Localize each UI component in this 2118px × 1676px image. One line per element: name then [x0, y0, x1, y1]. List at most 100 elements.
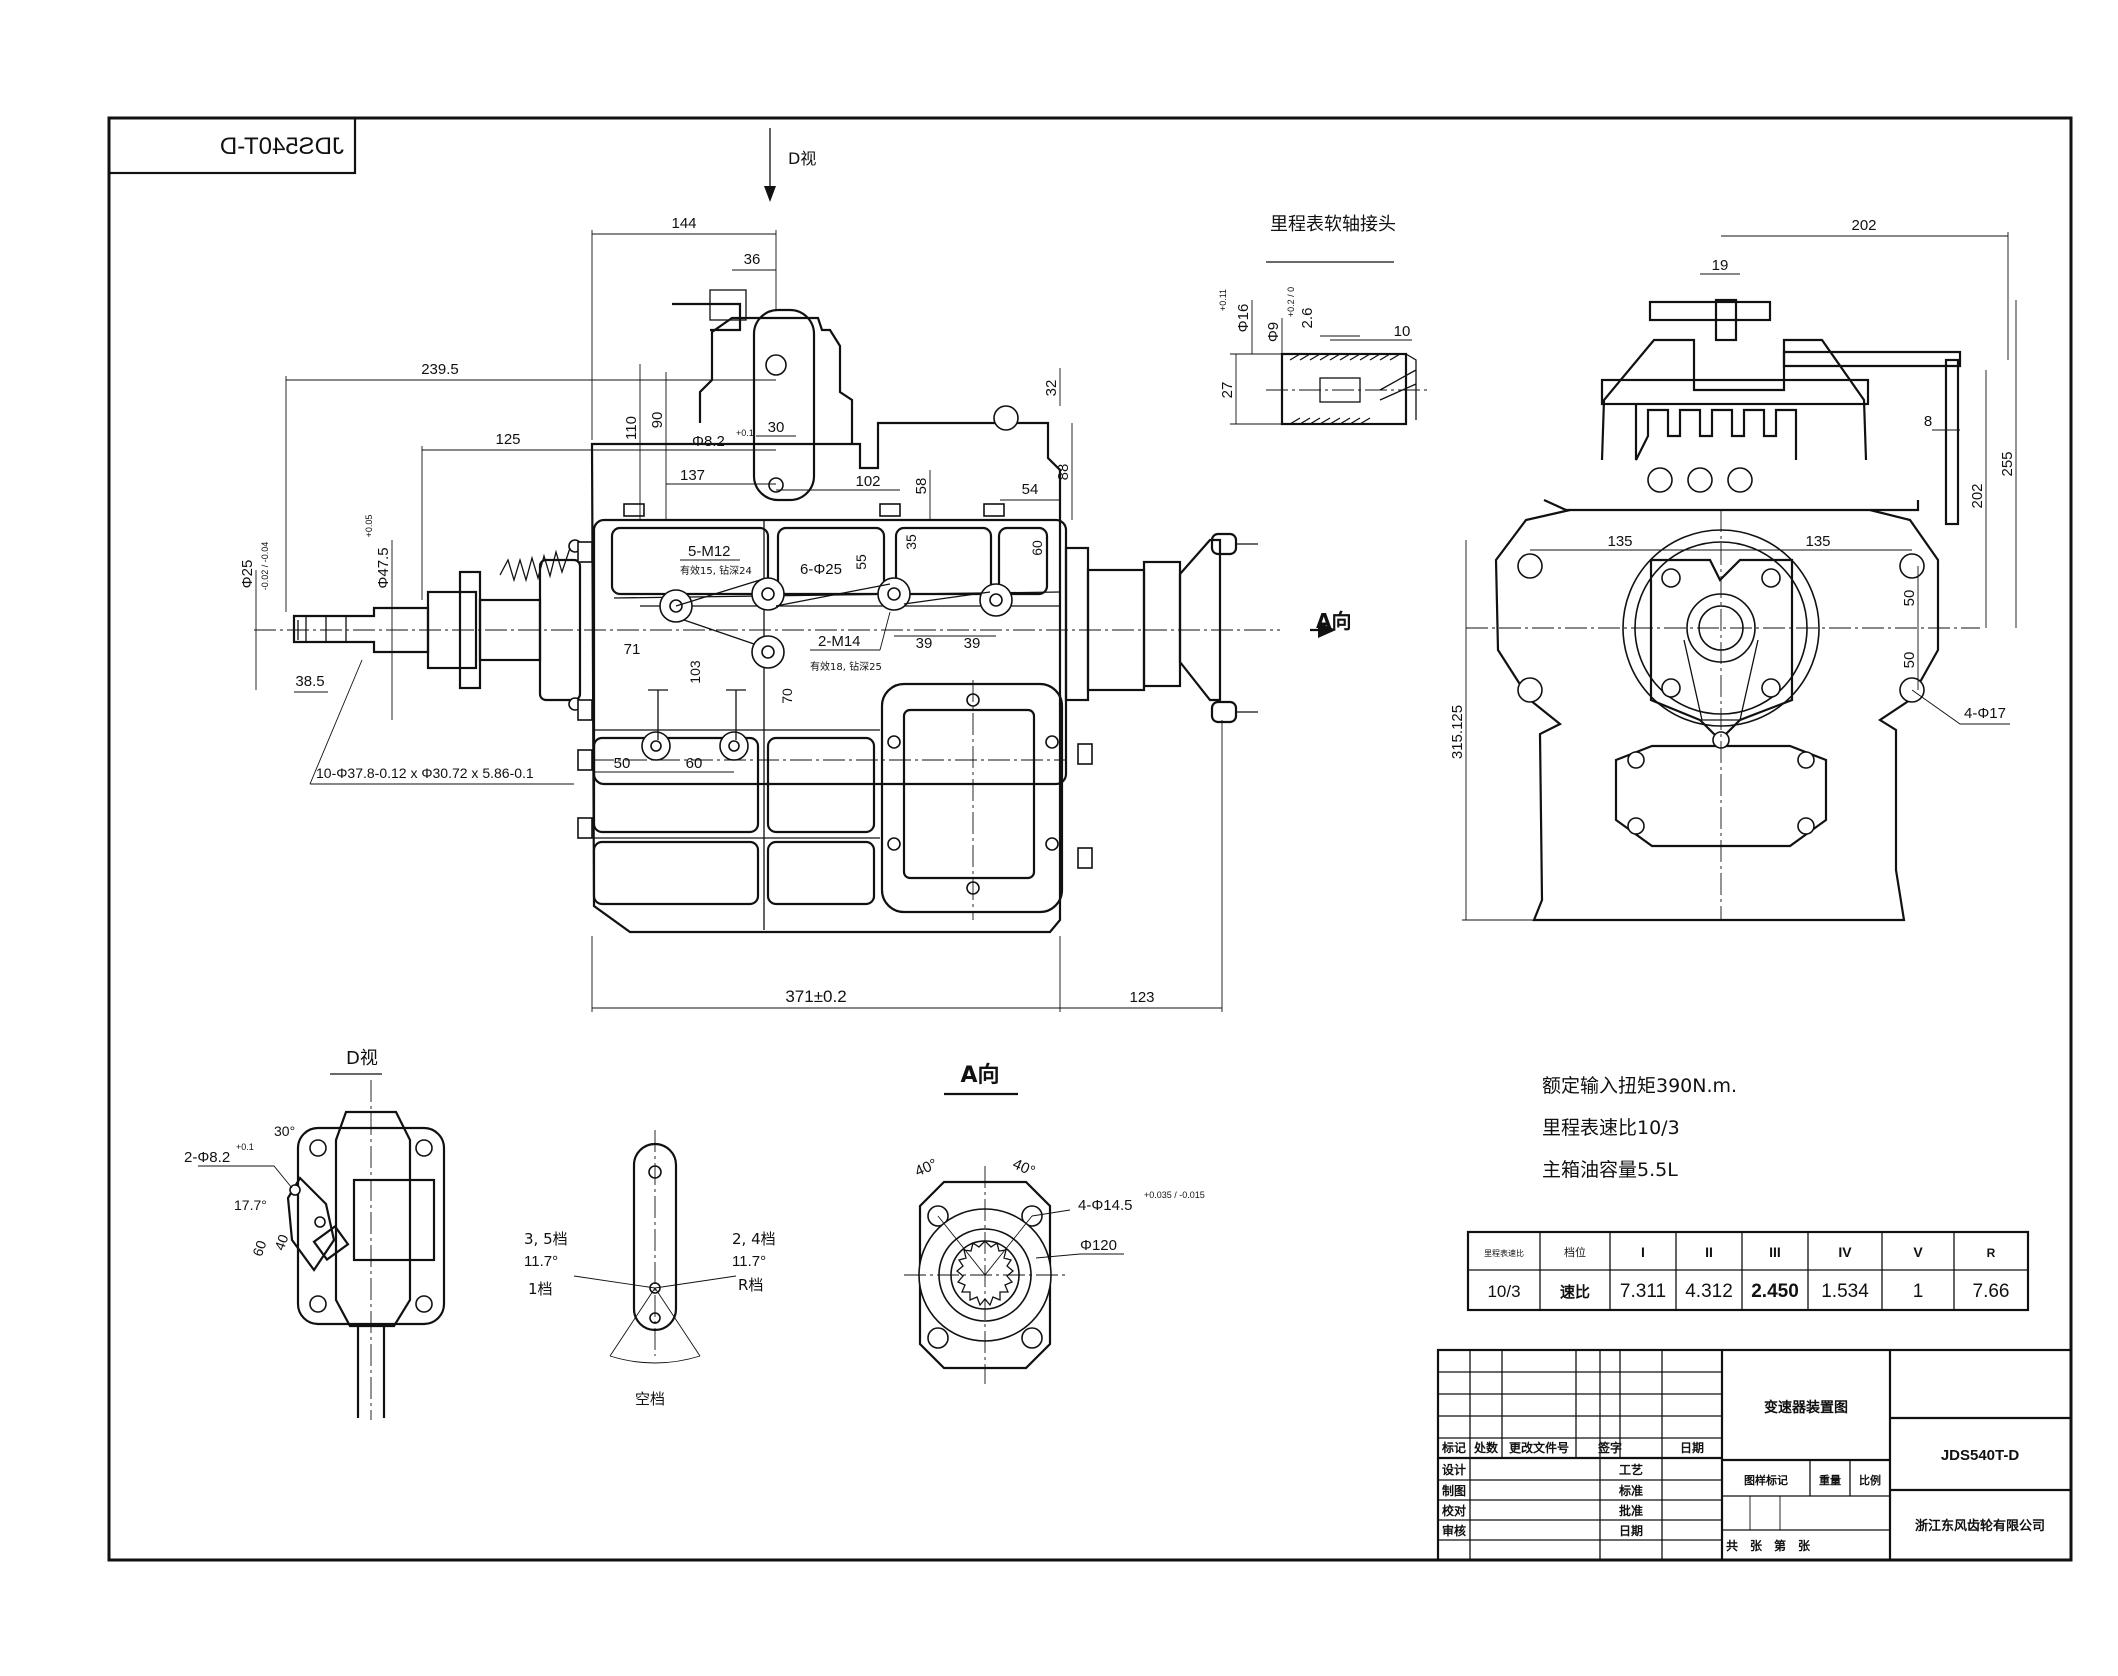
- side-view-dimensions: 202 19 8 202 255 135 135 50 50 4-Φ17 315…: [1449, 217, 2017, 921]
- side-dim-255: 255: [1999, 451, 2016, 476]
- company-name: 浙江东风齿轮有限公司: [1915, 1518, 2045, 1534]
- dim-125: 125: [495, 431, 520, 448]
- shift-gear-2-4: 2, 4档: [732, 1230, 776, 1248]
- dim-54: 54: [1022, 481, 1039, 498]
- shift-gear-3-5: 3, 5档: [524, 1230, 568, 1248]
- rev-header-count: 处数: [1473, 1440, 1499, 1455]
- role-draw: 制图: [1442, 1483, 1466, 1498]
- dim-phi25-tol: -0.02 / -0.04: [260, 542, 270, 591]
- ratio-cell-speedo: 10/3: [1487, 1282, 1520, 1301]
- speedo-dim-2-6-tol: +0.2 / 0: [1286, 287, 1296, 317]
- dim-102: 102: [855, 473, 880, 490]
- spec-line-3: 主箱油容量5.5L: [1542, 1159, 1678, 1181]
- dim-60-b: 60: [686, 755, 703, 772]
- role-date: 日期: [1619, 1523, 1643, 1538]
- dim-103: 103: [687, 660, 703, 684]
- sheet-label: 共 张 第 张: [1726, 1538, 1811, 1553]
- d-view-dim-60: 60: [249, 1238, 269, 1258]
- a-view-angle-right: 40°: [1010, 1156, 1038, 1181]
- meta-weight: 重量: [1819, 1473, 1841, 1487]
- a-direction-arrow: A向: [1310, 609, 1351, 638]
- dim-39-b: 39: [964, 635, 981, 652]
- a-view-title: A向: [960, 1062, 999, 1088]
- dim-35: 35: [903, 534, 919, 550]
- d-view-dim-2-phi8-2-tol: +0.1: [236, 1142, 254, 1152]
- side-dim-19: 19: [1712, 257, 1729, 274]
- dim-6-phi25: 6-Φ25: [800, 561, 842, 578]
- dim-123: 123: [1129, 989, 1154, 1006]
- d-view-title: D视: [346, 1048, 378, 1069]
- drawing-code: JDS540T-D: [1941, 1447, 2020, 1464]
- ratio-header-r: R: [1987, 1246, 1996, 1260]
- ratio-header-i: I: [1641, 1244, 1645, 1260]
- rev-header-file: 更改文件号: [1509, 1440, 1569, 1455]
- ratio-cell-r: 7.66: [1973, 1281, 2010, 1302]
- dim-371: 371±0.2: [785, 987, 846, 1006]
- rev-header-date: 日期: [1680, 1440, 1704, 1455]
- speedo-dim-2-6: 2.6: [1299, 308, 1316, 329]
- dim-38-5: 38.5: [295, 673, 324, 690]
- dim-58: 58: [913, 478, 930, 495]
- dim-239-5: 239.5: [421, 361, 459, 378]
- speedo-dim-27: 27: [1219, 382, 1236, 399]
- side-dim-8: 8: [1924, 413, 1932, 430]
- speedo-title: 里程表软轴接头: [1270, 214, 1396, 235]
- title-block: 标记 处数 更改文件号 签字 日期 设计 制图 校对 审核 工艺 标准 批准 日…: [1436, 1348, 2073, 1562]
- side-dim-202-top: 202: [1851, 217, 1876, 234]
- dim-5-m12-note: 有效15, 钻深24: [680, 564, 752, 577]
- role-standard: 标准: [1618, 1483, 1643, 1498]
- a-view-angle-left: 40°: [912, 1156, 940, 1181]
- speedo-dim-phi9: Φ9: [1265, 322, 1282, 342]
- a-view-dim-4-phi14-5-tol: +0.035 / -0.015: [1144, 1190, 1205, 1200]
- mirrored-code-box: JDS540T-D: [107, 116, 357, 175]
- ratio-cell-ii: 4.312: [1685, 1281, 1733, 1302]
- spec-line-1: 额定输入扭矩390N.m.: [1542, 1075, 1737, 1097]
- dim-55: 55: [853, 554, 869, 570]
- dim-137: 137: [680, 467, 705, 484]
- dim-2-m14: 2-M14: [818, 633, 861, 650]
- shift-pattern: 3, 5档 11.7° 1档 2, 4档 11.7° R档 空档: [524, 1130, 776, 1408]
- drawing-name: 变速器装置图: [1764, 1399, 1848, 1416]
- side-view: [1466, 298, 1980, 922]
- dim-71: 71: [624, 641, 641, 658]
- ratio-cell-iv: 1.534: [1821, 1281, 1869, 1302]
- dim-60-a: 60: [1029, 540, 1045, 556]
- dim-32: 32: [1043, 380, 1060, 397]
- dim-36: 36: [744, 251, 761, 268]
- front-view: [254, 289, 1280, 934]
- shift-angle-3-5: 11.7°: [524, 1253, 558, 1270]
- side-dim-135-right: 135: [1805, 533, 1830, 550]
- dim-50: 50: [614, 755, 631, 772]
- dim-110: 110: [623, 416, 640, 440]
- ratio-table: 里程表速比 档位 I II III IV V R 10/3 速比 7.311 4…: [1466, 1230, 2030, 1312]
- ratio-cell-v: 1: [1913, 1281, 1924, 1302]
- speedo-dim-phi16-tol: +0.11: [1218, 289, 1228, 311]
- a-view-dim-phi120: Φ120: [1080, 1237, 1117, 1254]
- ratio-header-gear: 档位: [1564, 1245, 1586, 1259]
- side-dim-4-phi17: 4-Φ17: [1964, 705, 2006, 722]
- shift-angle-2-4: 11.7°: [732, 1253, 766, 1270]
- shift-neutral: 空档: [635, 1390, 665, 1408]
- meta-scale: 比例: [1859, 1473, 1881, 1487]
- ratio-cell-label: 速比: [1560, 1283, 1590, 1301]
- role-design: 设计: [1442, 1462, 1466, 1477]
- front-view-dimensions: 144 36 239.5 125 110 90 30 32 Φ8.2 +0.1 …: [239, 215, 1223, 1012]
- speedo-dim-10: 10: [1394, 323, 1411, 340]
- d-view-arrow-label: D视: [788, 149, 816, 168]
- role-check: 校对: [1442, 1503, 1466, 1518]
- rev-header-sign: 签字: [1597, 1440, 1622, 1455]
- a-view: A向 40° 40° 4-Φ14.5 +0.035 / -0.015 Φ120: [904, 1062, 1205, 1384]
- speedo-connector-detail: 里程表软轴接头 27 Φ16 +0.11 Φ9 2.6 +0.2 / 0 10: [1218, 214, 1430, 426]
- dim-phi47-5-tol: +0.05: [364, 515, 374, 538]
- dim-70: 70: [779, 688, 795, 704]
- side-dim-135-left: 135: [1607, 533, 1632, 550]
- role-approve: 批准: [1619, 1503, 1643, 1518]
- spec-notes: 额定输入扭矩390N.m. 里程表速比10/3 主箱油容量5.5L: [1542, 1075, 1737, 1181]
- mirrored-code: JDS540T-D: [220, 133, 344, 160]
- side-dim-50-a: 50: [1901, 590, 1918, 607]
- ratio-cell-i: 7.311: [1620, 1281, 1666, 1302]
- role-process: 工艺: [1619, 1462, 1643, 1477]
- side-dim-315-125: 315.125: [1449, 705, 1466, 759]
- d-view-dim-2-phi8-2: 2-Φ8.2: [184, 1149, 230, 1166]
- dim-30: 30: [768, 419, 785, 436]
